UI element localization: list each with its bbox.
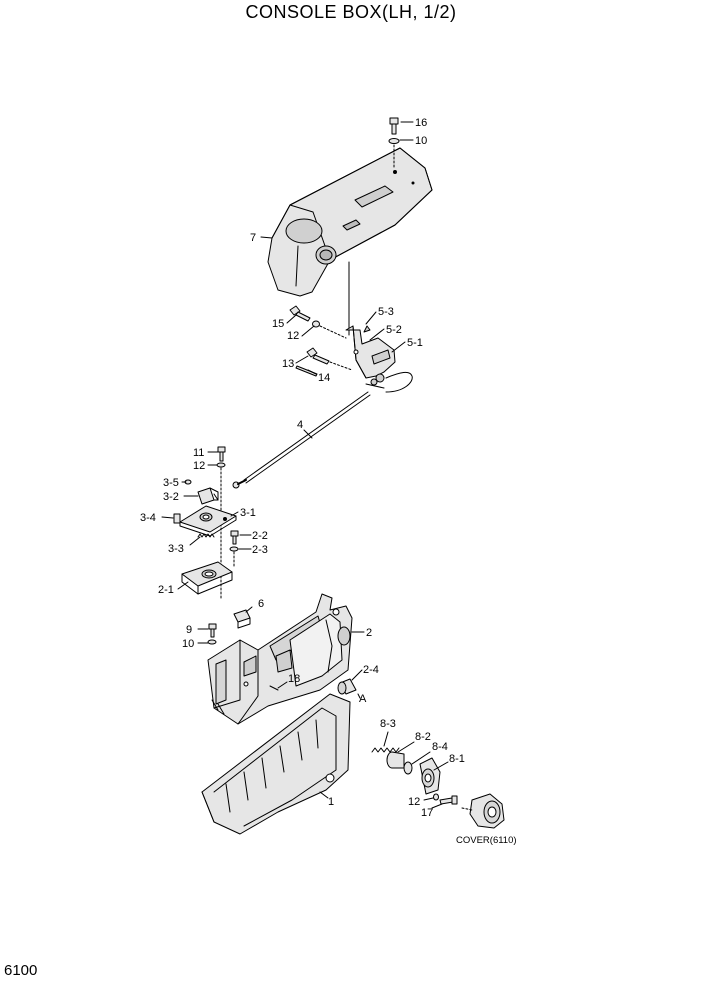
callout-15: 15 xyxy=(272,318,284,330)
bolt-15 xyxy=(289,305,311,322)
bracket-plate-2-1 xyxy=(181,561,233,595)
spring-3-3 xyxy=(197,533,215,538)
cover-knob xyxy=(469,793,505,829)
main-frame-2 xyxy=(207,593,353,725)
callout-A: A xyxy=(359,693,367,705)
callout-18: 18 xyxy=(288,673,300,685)
callout-10: 10 xyxy=(415,135,427,147)
control-cable-4 xyxy=(232,391,371,489)
bushing-2-4 xyxy=(337,678,357,695)
knob-insert-8-2 xyxy=(386,751,405,769)
bolt-11 xyxy=(217,446,226,462)
callout-12-middle: 12 xyxy=(193,460,205,472)
bolt-13 xyxy=(306,347,330,365)
washer-10 xyxy=(388,138,400,144)
callout-labels: 16 10 7 5-3 15 5-2 12 5-1 13 14 4 11 12 … xyxy=(140,117,517,846)
callout-11: 11 xyxy=(193,447,204,459)
callout-14: 14 xyxy=(318,372,330,384)
bushing-3-4 xyxy=(173,513,181,524)
bolt-16 xyxy=(389,117,399,135)
callout-16: 16 xyxy=(415,117,427,129)
bolt-2-2 xyxy=(230,530,239,545)
page-number: 6100 xyxy=(4,962,38,979)
callout-4: 4 xyxy=(297,419,303,431)
callout-13: 13 xyxy=(282,358,294,370)
washer-10b xyxy=(207,639,217,645)
callout-2-2: 2-2 xyxy=(252,530,268,542)
callout-7: 7 xyxy=(250,232,256,244)
latch-3-2 xyxy=(197,487,219,505)
bushing-8-4 xyxy=(403,761,413,775)
pin-14 xyxy=(295,365,318,377)
washer-12 xyxy=(312,320,320,328)
callout-2-1: 2-1 xyxy=(158,584,174,596)
callout-10-lower: 10 xyxy=(182,638,194,650)
callout-3-2: 3-2 xyxy=(163,491,179,503)
callout-6: 6 xyxy=(258,598,264,610)
callout-5-1: 5-1 xyxy=(407,337,423,349)
callout-2-3: 2-3 xyxy=(252,544,268,556)
callout-3-5: 3-5 xyxy=(163,477,179,489)
callout-17: 17 xyxy=(421,807,433,819)
callout-12-lower: 12 xyxy=(408,796,420,808)
callout-8-1: 8-1 xyxy=(449,753,465,765)
outer-cover-1 xyxy=(201,693,351,835)
callout-3-1: 3-1 xyxy=(240,507,256,519)
washer-12b xyxy=(216,462,226,468)
callout-8-3: 8-3 xyxy=(380,718,396,730)
washer-12c xyxy=(433,793,439,801)
washer-2-3 xyxy=(229,546,239,552)
diagram-title: CONSOLE BOX(LH, 1/2) xyxy=(245,2,457,22)
spring-8-3 xyxy=(371,747,400,753)
callout-12-upper: 12 xyxy=(287,330,299,342)
knob-8-1 xyxy=(419,757,441,795)
callout-2-4: 2-4 xyxy=(363,664,379,676)
bolt-9 xyxy=(208,623,217,638)
clip-6 xyxy=(233,609,251,629)
callout-3-4: 3-4 xyxy=(140,512,156,524)
cover-reference: COVER(6110) xyxy=(456,835,517,846)
callout-3-3: 3-3 xyxy=(168,543,184,555)
callout-5-2: 5-2 xyxy=(386,324,402,336)
callout-9: 9 xyxy=(186,624,192,636)
bracket-assembly-5 xyxy=(345,325,396,389)
callout-1: 1 xyxy=(328,796,334,808)
callout-5-3: 5-3 xyxy=(378,306,394,318)
plate-assembly-3 xyxy=(179,505,237,537)
armrest-cover-part xyxy=(267,147,433,297)
callout-8-4: 8-4 xyxy=(432,741,448,753)
callout-2: 2 xyxy=(366,627,372,639)
bolt-17 xyxy=(439,795,458,805)
callout-8-2: 8-2 xyxy=(415,731,431,743)
